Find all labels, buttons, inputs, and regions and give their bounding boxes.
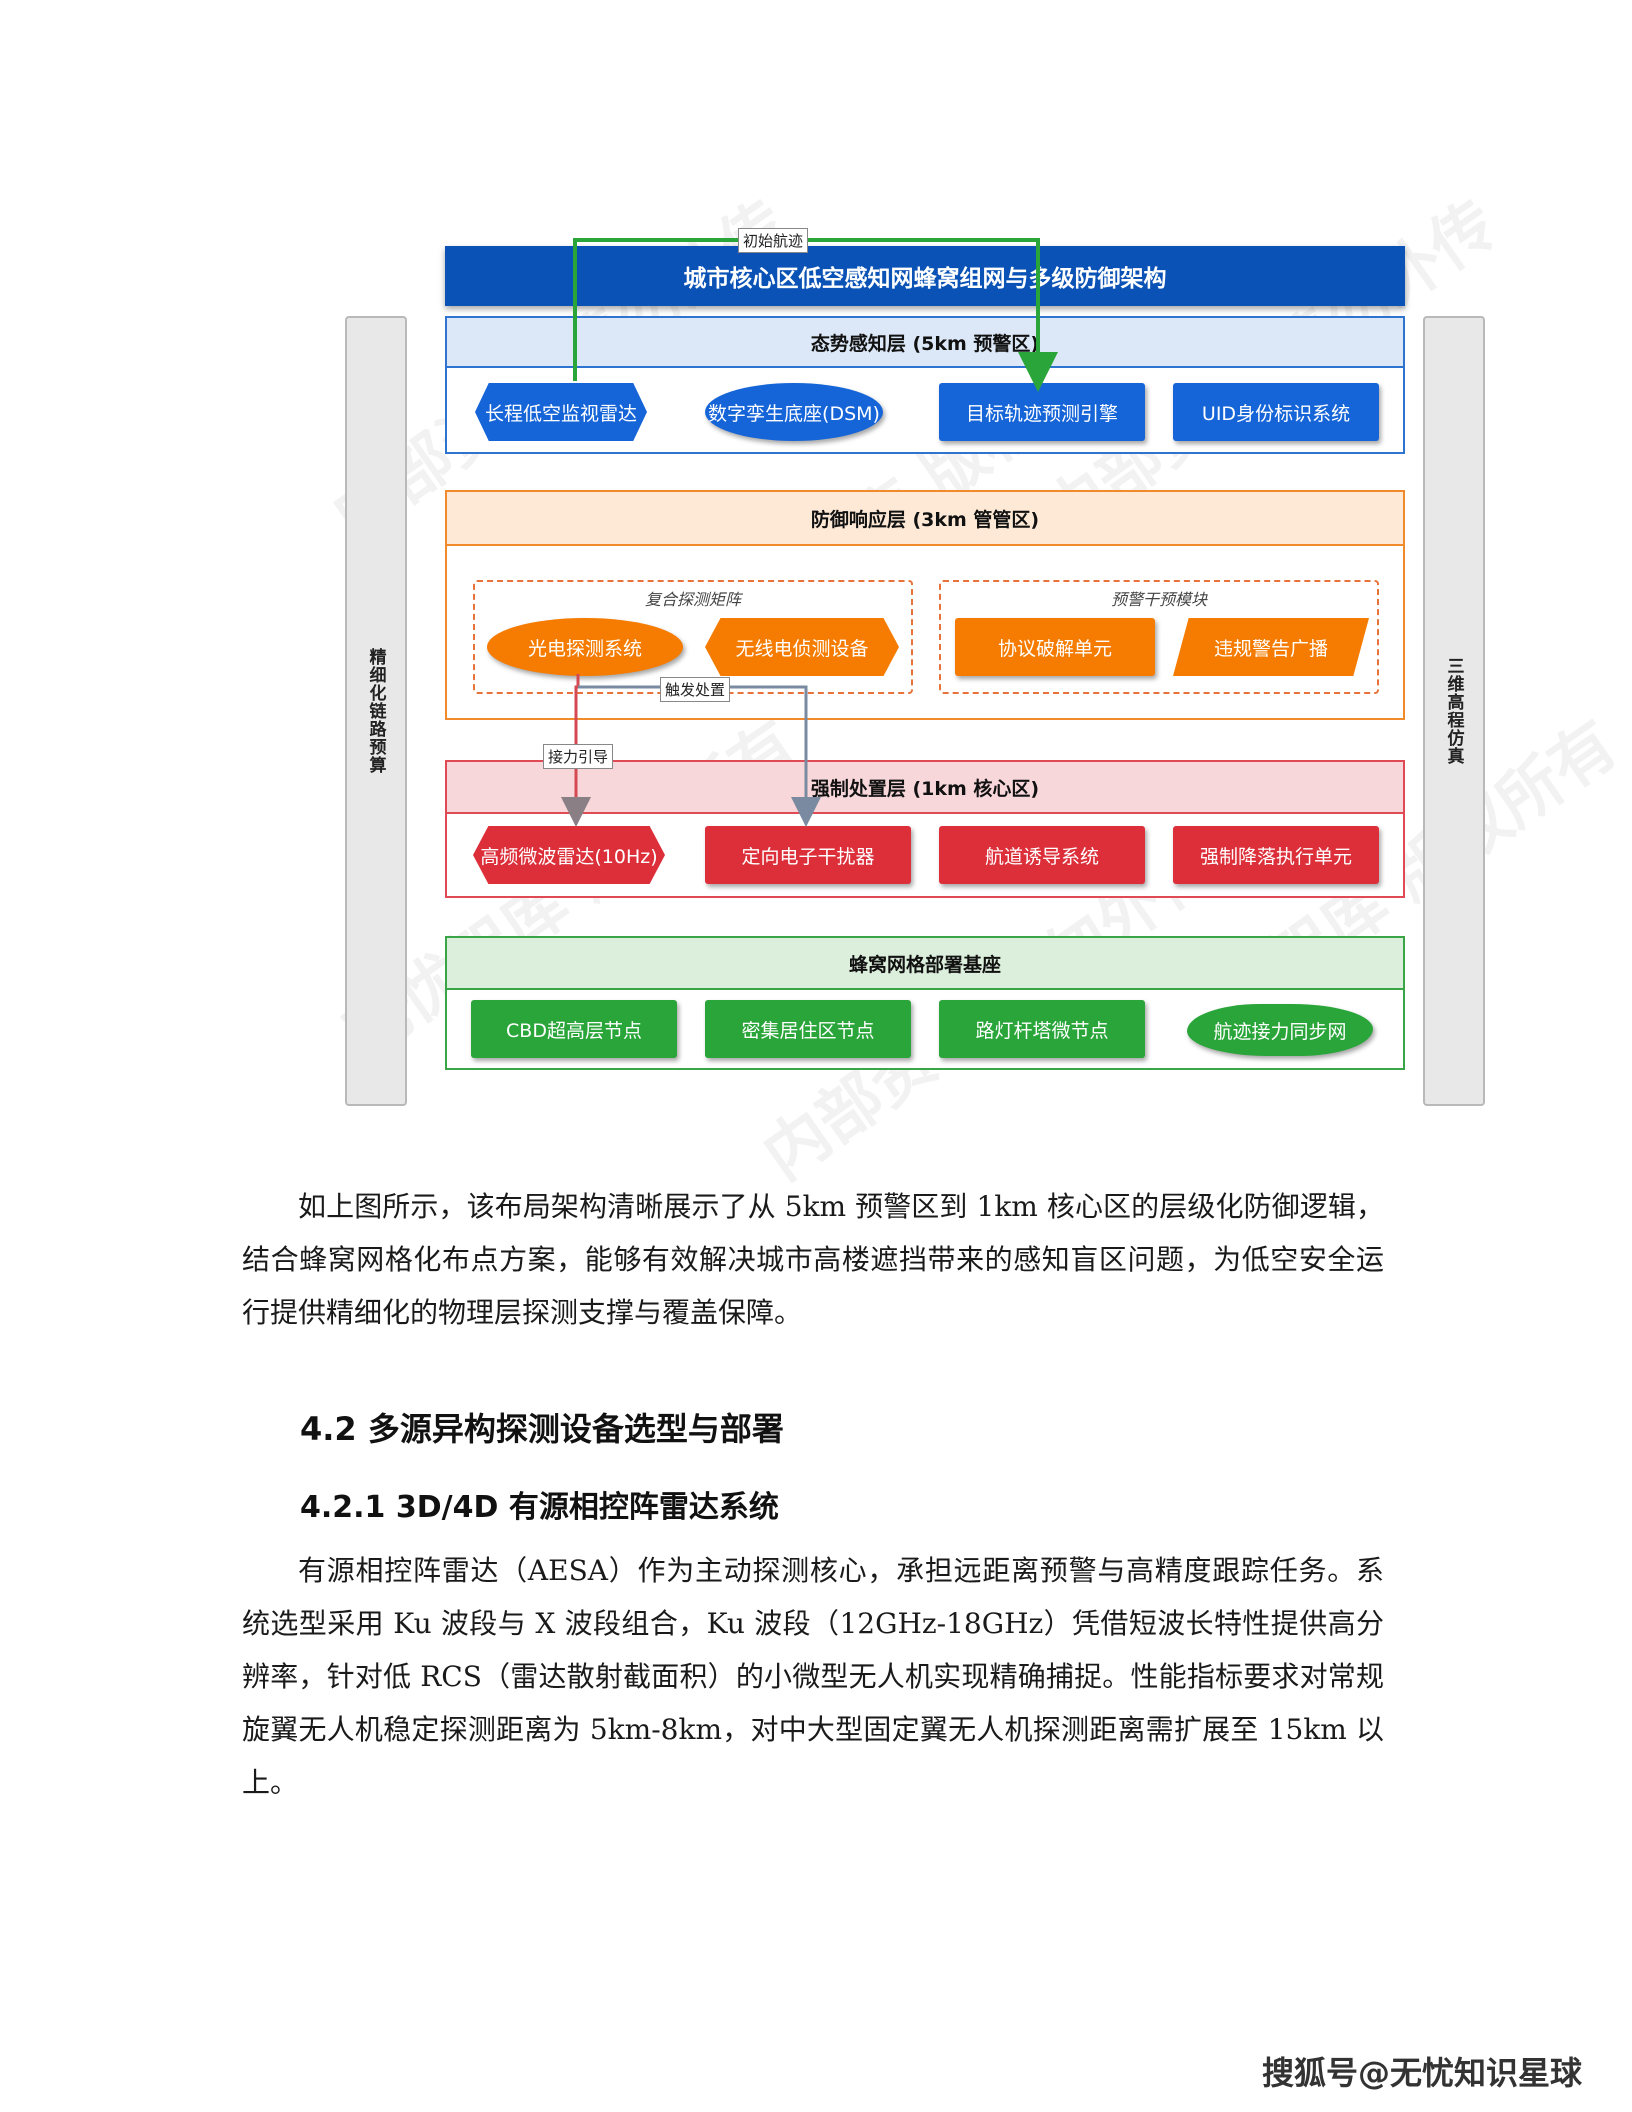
group-warning-intervention: 预警干预模块 <box>939 580 1379 694</box>
edge-label-trigger: 触发处置 <box>660 677 731 702</box>
edge-label-relay: 接力引导 <box>543 744 614 769</box>
node-cbd-highrise: CBD超高层节点 <box>471 1000 677 1058</box>
node-microwave-radar: 高频微波雷达(10Hz) <box>473 826 665 884</box>
node-forced-landing: 强制降落执行单元 <box>1173 826 1379 884</box>
edge-label-initial-track: 初始航迹 <box>738 228 809 253</box>
right-column-elevation-sim: 三维高程仿真 <box>1423 316 1485 1106</box>
node-electro-optical: 光电探测系统 <box>487 618 683 676</box>
node-radio-detection: 无线电侦测设备 <box>705 618 899 676</box>
node-streetlight-micro: 路灯杆塔微节点 <box>939 1000 1145 1058</box>
node-protocol-crack: 协议破解单元 <box>955 618 1155 676</box>
group-composite-detection-label: 复合探测矩阵 <box>644 590 741 609</box>
node-directional-jammer: 定向电子干扰器 <box>705 826 911 884</box>
group-warning-intervention-label: 预警干预模块 <box>1110 590 1207 609</box>
right-column-label: 三维高程仿真 <box>1443 657 1464 765</box>
node-long-range-radar: 长程低空监视雷达 <box>475 383 647 441</box>
layer-base: 蜂窝网格部署基座 CBD超高层节点 密集居住区节点 路灯杆塔微节点 航迹接力同步… <box>445 936 1405 1070</box>
node-trajectory-engine: 目标轨迹预测引擎 <box>939 383 1145 441</box>
layer-base-header: 蜂窝网格部署基座 <box>447 938 1403 990</box>
heading-4-2: 4.2 多源异构探测设备选型与部署 <box>300 1410 784 1448</box>
node-track-relay-net: 航迹接力同步网 <box>1187 1004 1373 1056</box>
diagram-title: 城市核心区低空感知网蜂窝组网与多级防御架构 <box>445 246 1405 306</box>
paragraph-aesa: 有源相控阵雷达（AESA）作为主动探测核心，承担远距离预警与高精度跟踪任务。系统… <box>242 1554 1384 1799</box>
layer-disposal: 强制处置层 (1km 核心区) 高频微波雷达(10Hz) 定向电子干扰器 航道诱… <box>445 760 1405 898</box>
layer-sensing: 态势感知层 (5km 预警区) 长程低空监视雷达 数字孪生底座(DSM) 目标轨… <box>445 316 1405 454</box>
node-residential: 密集居住区节点 <box>705 1000 911 1058</box>
architecture-diagram: 内部资料 请勿外传 无忧智库 版权所有 内部资料 请勿外传 无忧智库 版权所有 … <box>300 187 1631 1194</box>
heading-4-2-1: 4.2.1 3D/4D 有源相控阵雷达系统 <box>300 1490 779 1525</box>
footer-watermark: 搜狐号@无忧知识星球 <box>1262 2054 1583 2092</box>
layer-disposal-header: 强制处置层 (1km 核心区) <box>447 762 1403 814</box>
node-warning-broadcast: 违规警告广播 <box>1173 618 1369 676</box>
layer-response-header: 防御响应层 (3km 管管区) <box>447 492 1403 546</box>
node-digital-twin-dsm: 数字孪生底座(DSM) <box>705 383 883 441</box>
node-route-guidance: 航道诱导系统 <box>939 826 1145 884</box>
layer-response: 防御响应层 (3km 管管区) 复合探测矩阵 预警干预模块 光电探测系统 无线电… <box>445 490 1405 720</box>
left-column-link-budget: 精细化链路预算 <box>345 316 407 1106</box>
left-column-label: 精细化链路预算 <box>365 648 386 774</box>
layer-sensing-header: 态势感知层 (5km 预警区) <box>447 318 1403 368</box>
paragraph-diagram-summary: 如上图所示，该布局架构清晰展示了从 5km 预警区到 1km 核心区的层级化防御… <box>242 1190 1384 1329</box>
node-uid-system: UID身份标识系统 <box>1173 383 1379 441</box>
